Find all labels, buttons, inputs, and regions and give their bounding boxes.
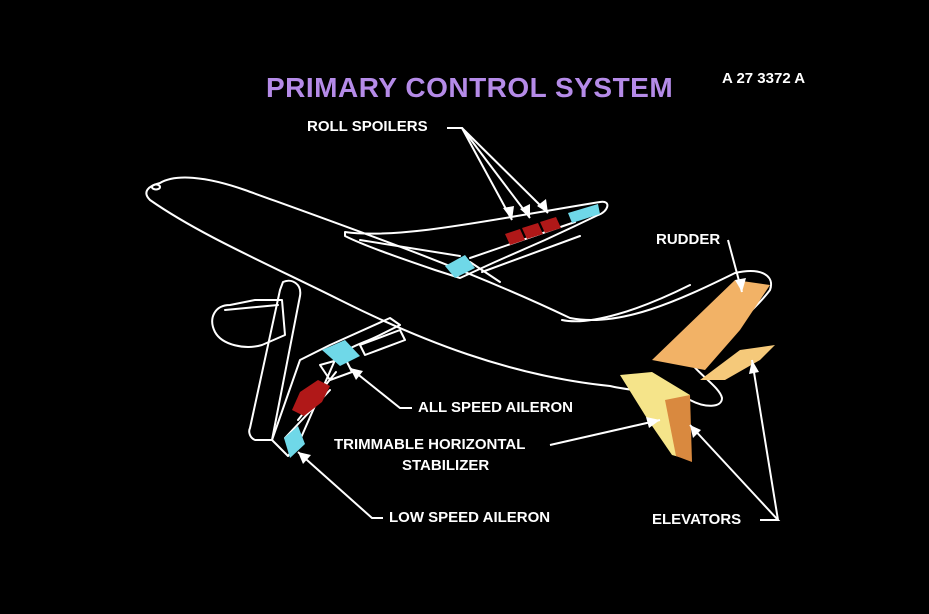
stabilizer-leader [549, 419, 661, 446]
diagram-title: PRIMARY CONTROL SYSTEM [266, 72, 674, 103]
figure-code: A 27 3372 A [722, 70, 806, 87]
arrowhead [520, 204, 530, 218]
near-wing-outline [248, 279, 302, 441]
cockpit-window [151, 183, 161, 191]
engine-inlet-line [224, 304, 279, 311]
roll-spoiler-3 [540, 217, 561, 233]
arrowhead [503, 206, 514, 220]
leader-lines [297, 127, 781, 521]
near-wing-spoiler [292, 380, 330, 416]
low-speed-aileron-leader [297, 451, 383, 519]
elevator-near [665, 395, 692, 462]
roll-spoilers-leader-2 [461, 127, 531, 219]
fuselage-upper-line [561, 284, 691, 323]
label-all-speed-aileron: ALL SPEED AILERON [418, 399, 574, 416]
far-wing-root-line [359, 239, 461, 257]
all-speed-aileron-leader [349, 367, 412, 409]
far-wing-low-speed-aileron [568, 204, 600, 223]
roll-spoiler-1 [505, 229, 525, 245]
tail-fin [700, 345, 775, 380]
elevators-leader-2 [751, 359, 779, 521]
label-low-speed-aileron: LOW SPEED AILERON [389, 509, 551, 526]
arrowhead [646, 417, 660, 428]
arrowhead [690, 425, 701, 438]
arrowhead [749, 360, 759, 374]
near-wing-low-speed-aileron [284, 426, 305, 458]
near-wing-all-speed-aileron [322, 340, 360, 366]
label-stabilizer-line1: TRIMMABLE HORIZONTAL [334, 436, 526, 453]
label-roll-spoilers: ROLL SPOILERS [307, 118, 428, 135]
arrowhead [350, 368, 363, 380]
far-wing-outline [344, 200, 609, 279]
roll-spoiler-2 [522, 223, 543, 239]
leader-arrowheads [298, 199, 759, 464]
engine-nacelle [211, 299, 286, 348]
near-wing-inboard-flap [359, 329, 406, 356]
far-wing-all-speed-aileron [445, 255, 475, 278]
roll-spoilers-leader-1 [447, 127, 513, 221]
label-stabilizer-line2: STABILIZER [402, 457, 490, 474]
arrowhead [735, 278, 746, 292]
label-rudder: RUDDER [656, 231, 721, 248]
roll-spoilers-leader-3 [461, 127, 549, 214]
arrowhead [537, 199, 548, 213]
label-elevators: ELEVATORS [652, 511, 742, 528]
rudder-surface [652, 280, 770, 370]
arrowhead [298, 452, 311, 464]
